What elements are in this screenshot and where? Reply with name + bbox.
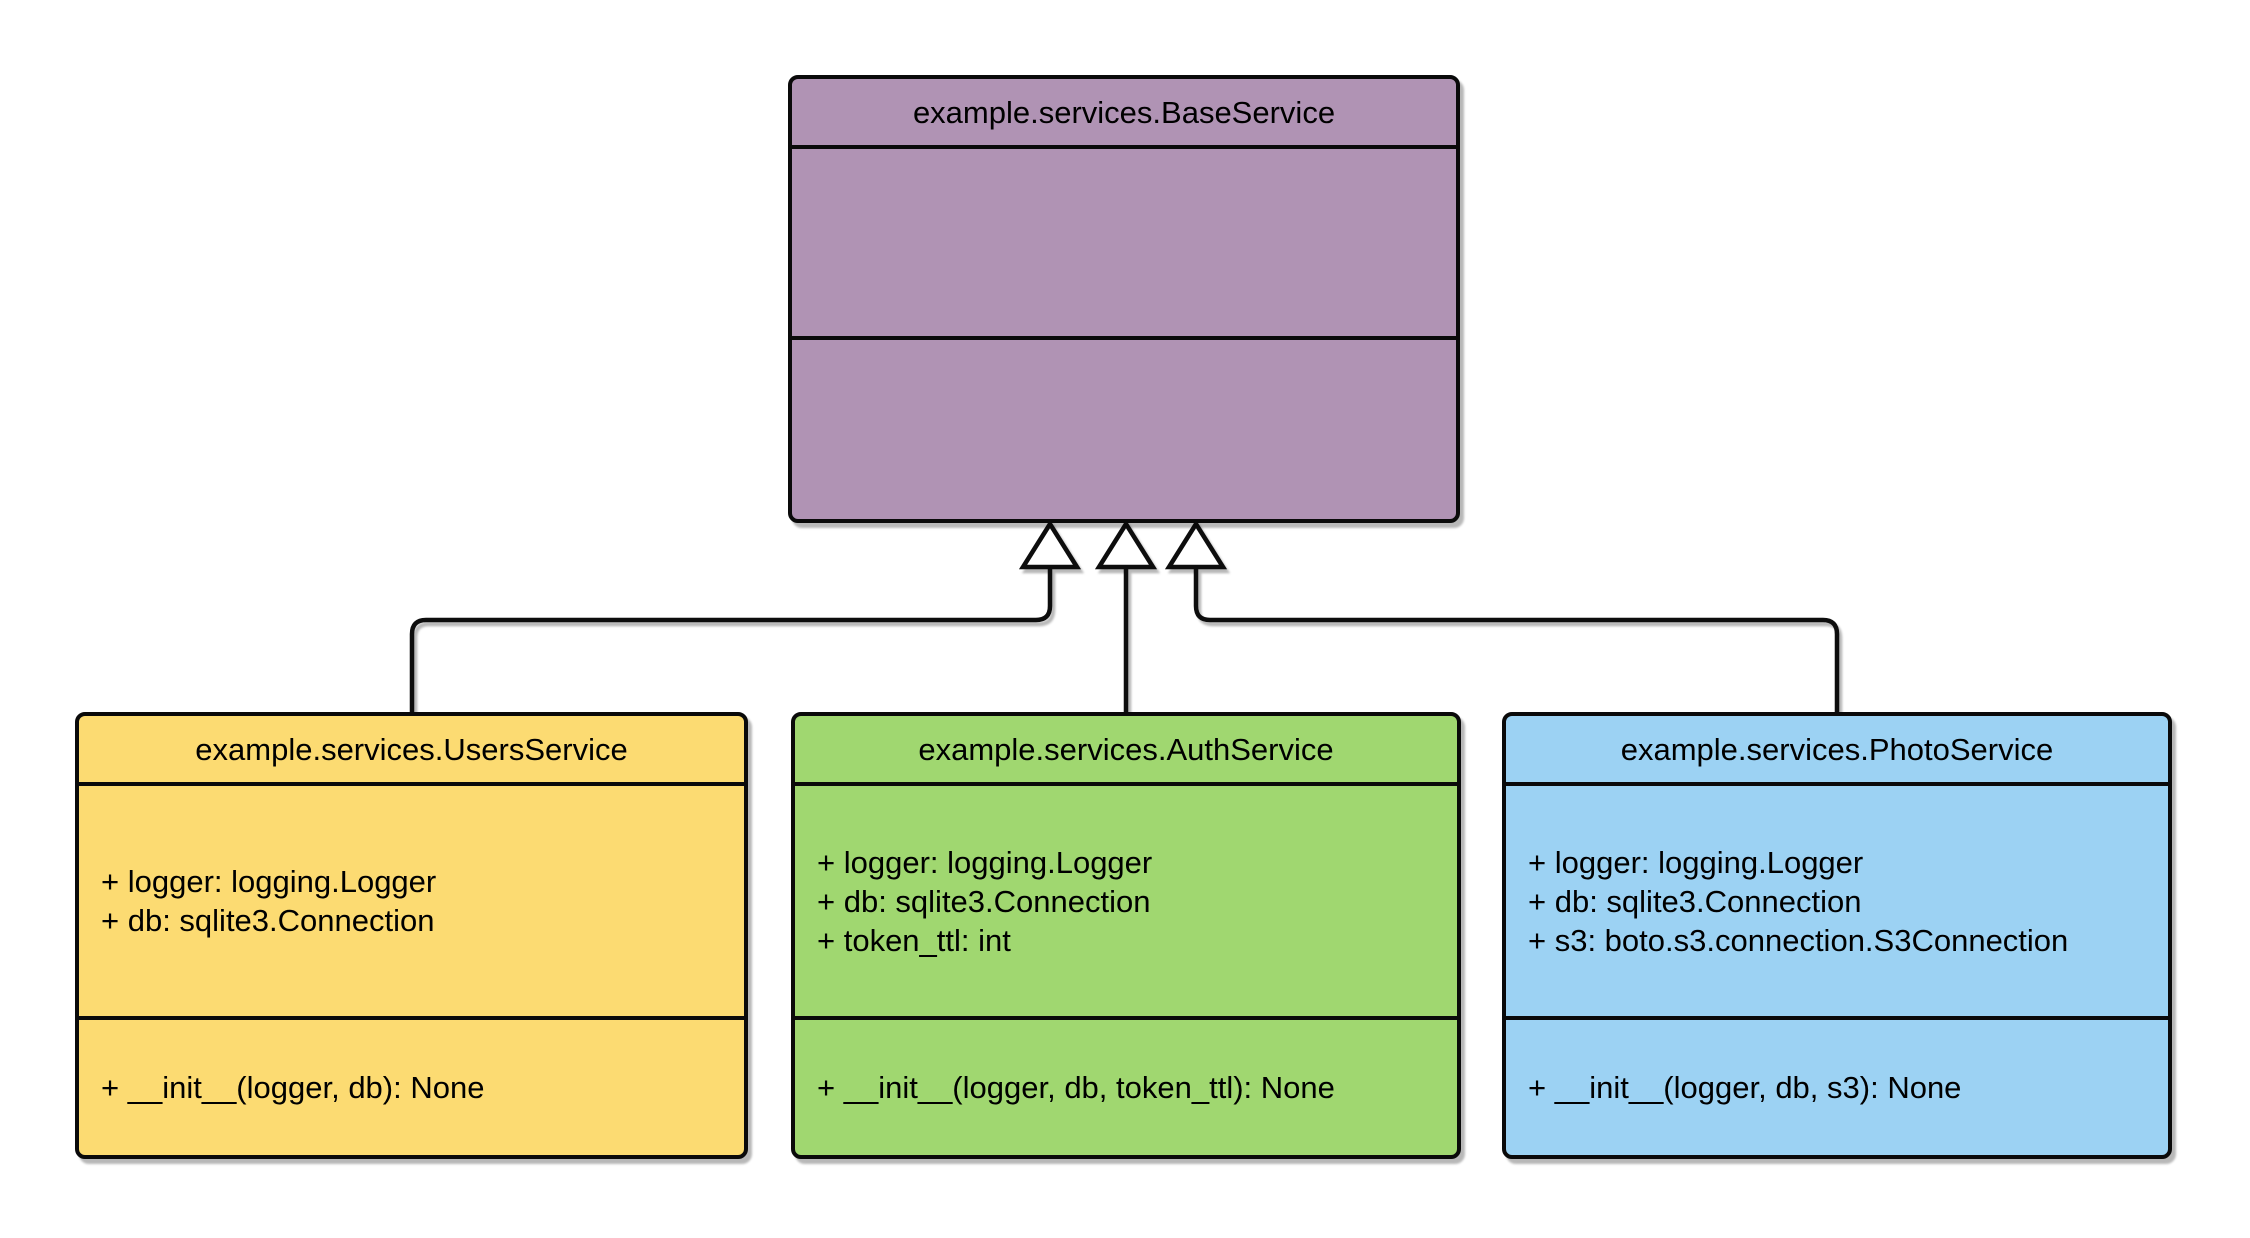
edge-photoservice-to-baseservice — [1193, 565, 1840, 714]
attributes-section: + logger: logging.Logger + db: sqlite3.C… — [795, 782, 1457, 1016]
class-title: example.services.BaseService — [912, 94, 1336, 130]
class-node-photoservice: example.services.PhotoService + logger: … — [1502, 712, 2172, 1159]
class-node-baseservice: example.services.BaseService — [788, 75, 1460, 523]
attribute-row: + logger: logging.Logger — [101, 864, 437, 899]
edge-usersservice-to-baseservice — [409, 565, 1053, 714]
methods-section: + __init__(logger, db, token_ttl): None — [795, 1016, 1457, 1155]
methods-section: + __init__(logger, db, s3): None — [1506, 1016, 2168, 1155]
method-row: + __init__(logger, db, s3): None — [1528, 1070, 1962, 1105]
class-title: example.services.UsersService — [195, 731, 628, 767]
method-row: + __init__(logger, db, token_ttl): None — [817, 1070, 1335, 1105]
methods-section — [792, 336, 1456, 519]
attribute-row: + logger: logging.Logger — [817, 844, 1153, 880]
attribute-row: + db: sqlite3.Connection — [817, 883, 1151, 919]
method-row: + __init__(logger, db): None — [101, 1070, 485, 1105]
attribute-row: + token_ttl: int — [817, 922, 1011, 958]
inheritance-arrowhead-auth — [1094, 519, 1158, 570]
class-node-usersservice: example.services.UsersService + logger: … — [75, 712, 748, 1159]
attributes-section: + logger: logging.Logger + db: sqlite3.C… — [79, 782, 744, 1016]
inheritance-arrowhead-users — [1018, 519, 1082, 570]
attributes-section: + logger: logging.Logger + db: sqlite3.C… — [1506, 782, 2168, 1016]
inheritance-arrowhead-photo — [1164, 519, 1228, 570]
methods-section: + __init__(logger, db): None — [79, 1016, 744, 1155]
attribute-row: + logger: logging.Logger — [1528, 844, 1864, 880]
class-node-authservice: example.services.AuthService + logger: l… — [791, 712, 1461, 1159]
attributes-section — [792, 145, 1456, 336]
attribute-row: + db: sqlite3.Connection — [101, 903, 435, 938]
attribute-row: + db: sqlite3.Connection — [1528, 883, 1862, 919]
class-title: example.services.AuthService — [918, 731, 1334, 767]
attribute-row: + s3: boto.s3.connection.S3Connection — [1528, 922, 2069, 958]
class-title: example.services.PhotoService — [1620, 731, 2054, 767]
